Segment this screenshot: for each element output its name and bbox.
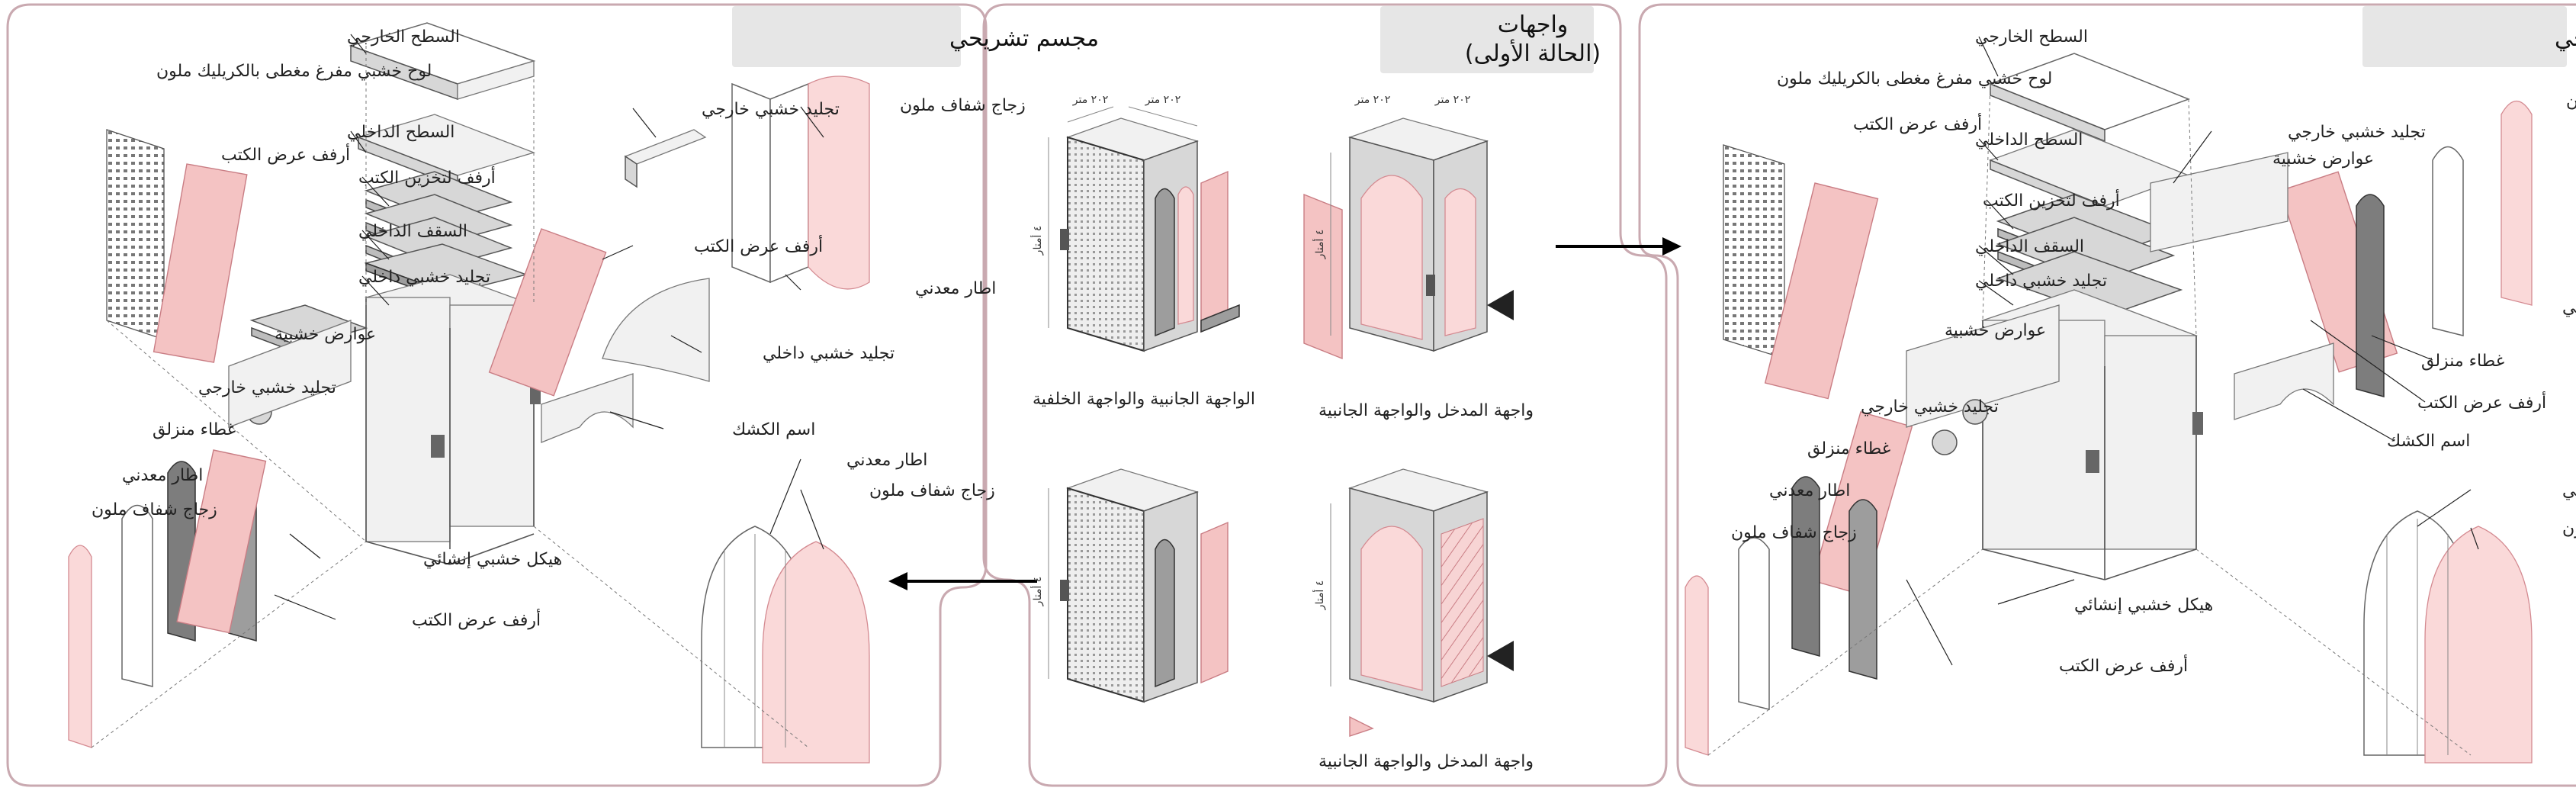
label-roof-interior: السطح الداخلي [347, 123, 454, 142]
right-panel-frame [1638, 3, 2576, 787]
kiosk-elevation-top-right: ٤ أمتار ٢٠٢ متر ٢٠٢ متر واجهة المدخل وال… [1303, 94, 1534, 420]
label-metal-frame-2: اطار معدني [915, 279, 996, 298]
label-roof-exterior: السطح الخارجي [347, 27, 460, 47]
right-labels: السطح الخارجي لوح خشبي مفرغ مغطى بالكريل… [1731, 27, 2576, 676]
label-metal-frame-3: اطار معدني [846, 451, 927, 470]
dim-f: ٤ أمتار [1312, 230, 1326, 260]
right-header-title: مجسم تشريحي [2555, 25, 2576, 52]
label-stained-glass-3: زجاج شفاف ملون [869, 481, 995, 500]
r-label-wooden-beams: عوارض خشبية [1945, 321, 2046, 340]
caption-top-right: واجهة المدخل والواجهة الجانبية [1319, 401, 1534, 420]
r-label-sliding-cover-1: غطاء منزلق [1807, 439, 1890, 458]
r-label-book-display-2: أرفف عرض الكتب [2417, 391, 2546, 413]
r-label-book-display-1: أرفف عرض الكتب [1853, 113, 1982, 134]
right-header: مجسم تشريحي [2362, 6, 2576, 67]
label-sliding-cover: غطاء منزلق [153, 420, 236, 439]
caption-bottom-right: واجهة المدخل والواجهة الجانبية [1319, 752, 1534, 771]
r-label-roof-exterior: السطح الخارجي [1975, 27, 2088, 47]
label-perforated-wood: لوح خشبي مفرغ مغطى بالكريليك ملون [156, 62, 432, 81]
label-exterior-cladding-bottom: تجليد خشبي خارجي [198, 378, 336, 397]
middle-elevations: ٤ أمتار ٢٠٢ متر ٢٠٢ متر الواجهة الجانبية… [1030, 94, 1534, 771]
left-exploded-axonometric [68, 22, 870, 764]
left-labels: السطح الخارجي لوح خشبي مفرغ مغطى بالكريل… [92, 27, 1026, 630]
kiosk-elevation-bottom-right: ٤ أمتار واجهة المدخل والواجهة الجانبية [1312, 468, 1534, 771]
arrow-to-left [888, 572, 1037, 590]
dim-g: ٤ أمتار [1030, 577, 1044, 607]
label-stained-glass-1: زجاج شفاف ملون [92, 500, 217, 519]
label-kiosk-name: اسم الكشك [732, 420, 815, 439]
label-metal-frame-1: اطار معدني [122, 466, 203, 485]
label-stained-glass-2: زجاج شفاف ملون [900, 96, 1026, 115]
left-header: مجسم تشريحي [732, 6, 1099, 67]
r-label-metal-frame-top: اطار معدني [2562, 298, 2576, 317]
dim-a: ٢٠٢ متر [1072, 94, 1108, 106]
left-panel-frame [6, 3, 988, 787]
label-book-storage: أرفف لتخزين الكتب [358, 166, 496, 188]
middle-header: واجهات (الحالة الأولى) [1380, 6, 1601, 73]
label-ceiling-interior: السقف الداخلي [358, 222, 467, 241]
arrow-to-right [1556, 237, 1681, 256]
r-label-metal-frame-1: اطار معدني [1769, 481, 1850, 500]
caption-top-left: الواجهة الجانبية والواجهة الخلفية [1033, 390, 1255, 409]
r-label-stained-glass-top: زجاج شفاف ملون [2566, 92, 2576, 111]
middle-header-subtitle: (الحالة الأولى) [1465, 38, 1601, 67]
label-interior-cladding-2: تجليد خشبي داخلي [763, 344, 895, 363]
r-label-book-display-3: أرفف عرض الكتب [2059, 654, 2188, 676]
r-label-stained-glass-1: زجاج شفاف ملون [1731, 523, 1857, 542]
label-book-display-2: أرفف عرض الكتب [694, 235, 823, 256]
label-structural-frame: هيكل خشبي إنشائي [423, 550, 562, 569]
r-label-interior-cladding: تجليد خشبي داخلي [1975, 272, 2107, 291]
label-wooden-beams: عوارض خشبية [275, 325, 376, 344]
r-label-structural-frame: هيكل خشبي إنشائي [2074, 596, 2213, 615]
dim-d: ٢٠٢ متر [1354, 94, 1390, 106]
dim-h: ٤ أمتار [1312, 580, 1326, 611]
r-label-metal-frame-2: اطار معدني [2562, 481, 2576, 500]
r-label-roof-interior: السطح الداخلي [1975, 130, 2083, 150]
r-label-exterior-cladding: تجليد خشبي خارجي [2288, 123, 2426, 142]
r-label-stained-glass-2: زجاج شفاف ملون [2562, 519, 2576, 539]
r-label-book-storage: أرفف لتخزين الكتب [1983, 189, 2120, 211]
kiosk-elevation-top-left: ٤ أمتار ٢٠٢ متر ٢٠٢ متر الواجهة الجانبية… [1030, 94, 1255, 409]
label-interior-cladding-1: تجليد خشبي داخلي [358, 268, 490, 287]
r-label-perforated-wood: لوح خشبي مفرغ مغطى بالكريليك ملون [1777, 69, 2052, 88]
dim-e: ٢٠٢ متر [1434, 94, 1470, 106]
r-label-kiosk-name: اسم الكشك [2387, 432, 2470, 451]
r-label-wooden-beams-top: عوارض خشبية [2272, 150, 2374, 169]
dim-b: ٢٠٢ متر [1145, 94, 1180, 106]
right-exploded-axonometric [1685, 53, 2533, 764]
r-label-exterior-cladding-2: تجليد خشبي خارجي [1861, 397, 1999, 416]
dim-c: ٤ أمتار [1030, 226, 1044, 256]
kiosk-elevation-bottom-left: ٤ أمتار [1030, 468, 1229, 703]
middle-header-title: واجهات [1498, 11, 1569, 38]
label-book-display-3: أرفف عرض الكتب [412, 609, 541, 630]
r-label-ceiling-interior: السقف الداخلي [1975, 237, 2084, 256]
r-label-sliding-cover-2: غطاء منزلق [2421, 352, 2504, 371]
label-book-display-1: أرفف عرض الكتب [221, 143, 350, 165]
middle-panel-frame [982, 3, 1668, 787]
label-exterior-cladding-top: تجليد خشبي خارجي [702, 100, 840, 119]
left-header-title: مجسم تشريحي [949, 25, 1099, 52]
